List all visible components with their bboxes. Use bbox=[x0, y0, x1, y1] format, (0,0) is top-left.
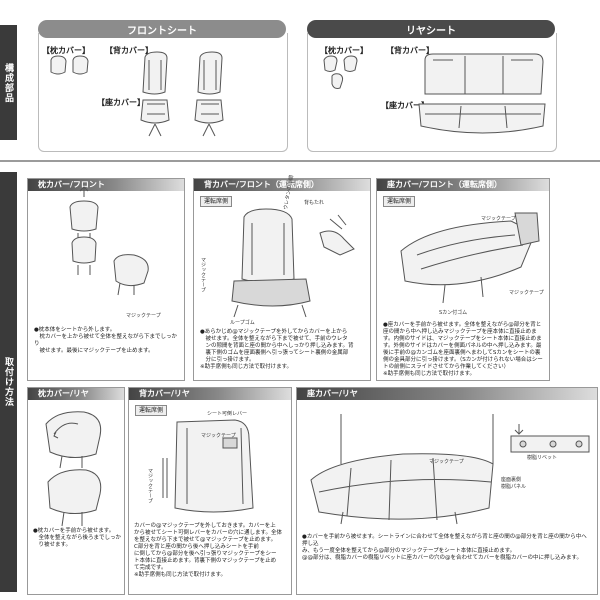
p3-label-hook: Sカン付ゴム bbox=[439, 309, 467, 316]
panel-rear-headrest-title: 枕カバー/リヤ bbox=[28, 388, 124, 400]
panel-front-back-title: 背カバー/フロント（運転席側） bbox=[194, 179, 370, 191]
p3-driver-side-tag: 運転席側 bbox=[383, 196, 415, 207]
sidebar-installation-label: 取付け方法 bbox=[2, 357, 15, 407]
p5-label-lever: シート可倒レバー bbox=[207, 410, 247, 417]
p2-label-tape: マジックテープ bbox=[200, 257, 207, 292]
p2-label-back: 背もたれ bbox=[304, 199, 324, 206]
panel-front-headrest: 枕カバー/フロント マジックテープ ●枕本体をシートから外します。 枕カバーを上… bbox=[27, 178, 185, 381]
panel-front-headrest-title: 枕カバー/フロント bbox=[28, 179, 184, 191]
panel-rear-seat-title: 座カバー/リヤ bbox=[297, 388, 597, 400]
p3-label-tape-top: マジックテープ bbox=[481, 215, 516, 222]
rear-headrest-label: 【枕カバー】 bbox=[320, 45, 368, 56]
front-headrest-label: 【枕カバー】 bbox=[42, 45, 90, 56]
p5-label-tape-top: マジックテープ bbox=[201, 432, 236, 439]
p2-label-loop: ループゴム bbox=[230, 319, 255, 326]
rear-seat-cover-image bbox=[415, 52, 550, 142]
panel-rear-back-title: 背カバー/リヤ bbox=[129, 388, 291, 400]
p4-instructions: ●枕カバーを手前から被せます。 全体を整えながら後ろまでしっか り被せます。 bbox=[33, 528, 121, 549]
p6-instructions: ●カバーを手前から被せます。シートラインに合わせて全体を整えながら背と座の間の@… bbox=[302, 534, 592, 562]
sidebar-composition-label: 構成部品 bbox=[2, 63, 15, 103]
section-divider bbox=[0, 160, 600, 162]
panel-front-back: 背カバー/フロント（運転席側） 運転席側 背もたれ ウレタンの隙間 マジックテー… bbox=[193, 178, 371, 381]
p5-driver-side-tag: 運転席側 bbox=[135, 405, 167, 416]
panel-rear-headrest: 枕カバー/リヤ ●枕カバーを手前から被せます。 全体を整えながら後ろまでしっか … bbox=[27, 387, 125, 595]
front-headrest-cover-image bbox=[48, 56, 93, 78]
p6-label-rivet: 樹脂リベット bbox=[527, 454, 557, 461]
panel-front-seat-title: 座カバー/フロント（運転席側） bbox=[377, 179, 549, 191]
p5-instructions: カバーの@マジックテープを外しておきます。カバーを上 から被せてシート可倒レバー… bbox=[134, 523, 288, 579]
p1-instructions: ●枕本体をシートから外します。 枕カバーを上から被せて全体を整えながら下までしっ… bbox=[34, 327, 180, 355]
p5-label-tape-side: マジックテープ bbox=[147, 468, 154, 503]
p6-label-tape: マジックテープ bbox=[429, 458, 464, 465]
sidebar-composition: 構成部品 bbox=[0, 25, 17, 140]
p2-instructions: ●あらかじめ@マジックテープを外してからカバーを上から 被せます。全体を整えなが… bbox=[200, 329, 366, 371]
panel-front-seat: 座カバー/フロント（運転席側） 運転席側 マジックテープ マジックテープ Sカン… bbox=[376, 178, 550, 381]
rivet-detail-illustration bbox=[509, 424, 593, 474]
p1-tape-label: マジックテープ bbox=[126, 312, 161, 319]
headrest-install-illustration bbox=[58, 199, 158, 299]
seat-back-install-illustration bbox=[214, 209, 364, 319]
p3-label-tape-side: マジックテープ bbox=[509, 289, 544, 296]
p3-instructions: ●座カバーを手前から被せます。全体を整えながら@部分を背と座の間から中へ押し込み… bbox=[383, 322, 545, 378]
rear-seat-bottom-illustration bbox=[303, 408, 503, 528]
rear-headrest-cover-image bbox=[322, 56, 367, 96]
panel-rear-seat: 座カバー/リヤ マジックテープ 座面裏側 樹脂パネル 樹脂リベット ●カバーを手… bbox=[296, 387, 598, 595]
rear-headrest-illustration bbox=[38, 410, 118, 530]
sidebar-installation: 取付け方法 bbox=[0, 172, 17, 592]
p6-label-panel: 座面裏側 樹脂パネル bbox=[501, 476, 526, 490]
p2-driver-side-tag: 運転席側 bbox=[200, 196, 232, 207]
seat-bottom-install-illustration bbox=[391, 211, 541, 311]
front-seat-cover-image bbox=[135, 52, 255, 140]
panel-rear-back: 背カバー/リヤ 運転席側 シート可倒レバー マジックテープ マジックテープ カバ… bbox=[128, 387, 292, 595]
